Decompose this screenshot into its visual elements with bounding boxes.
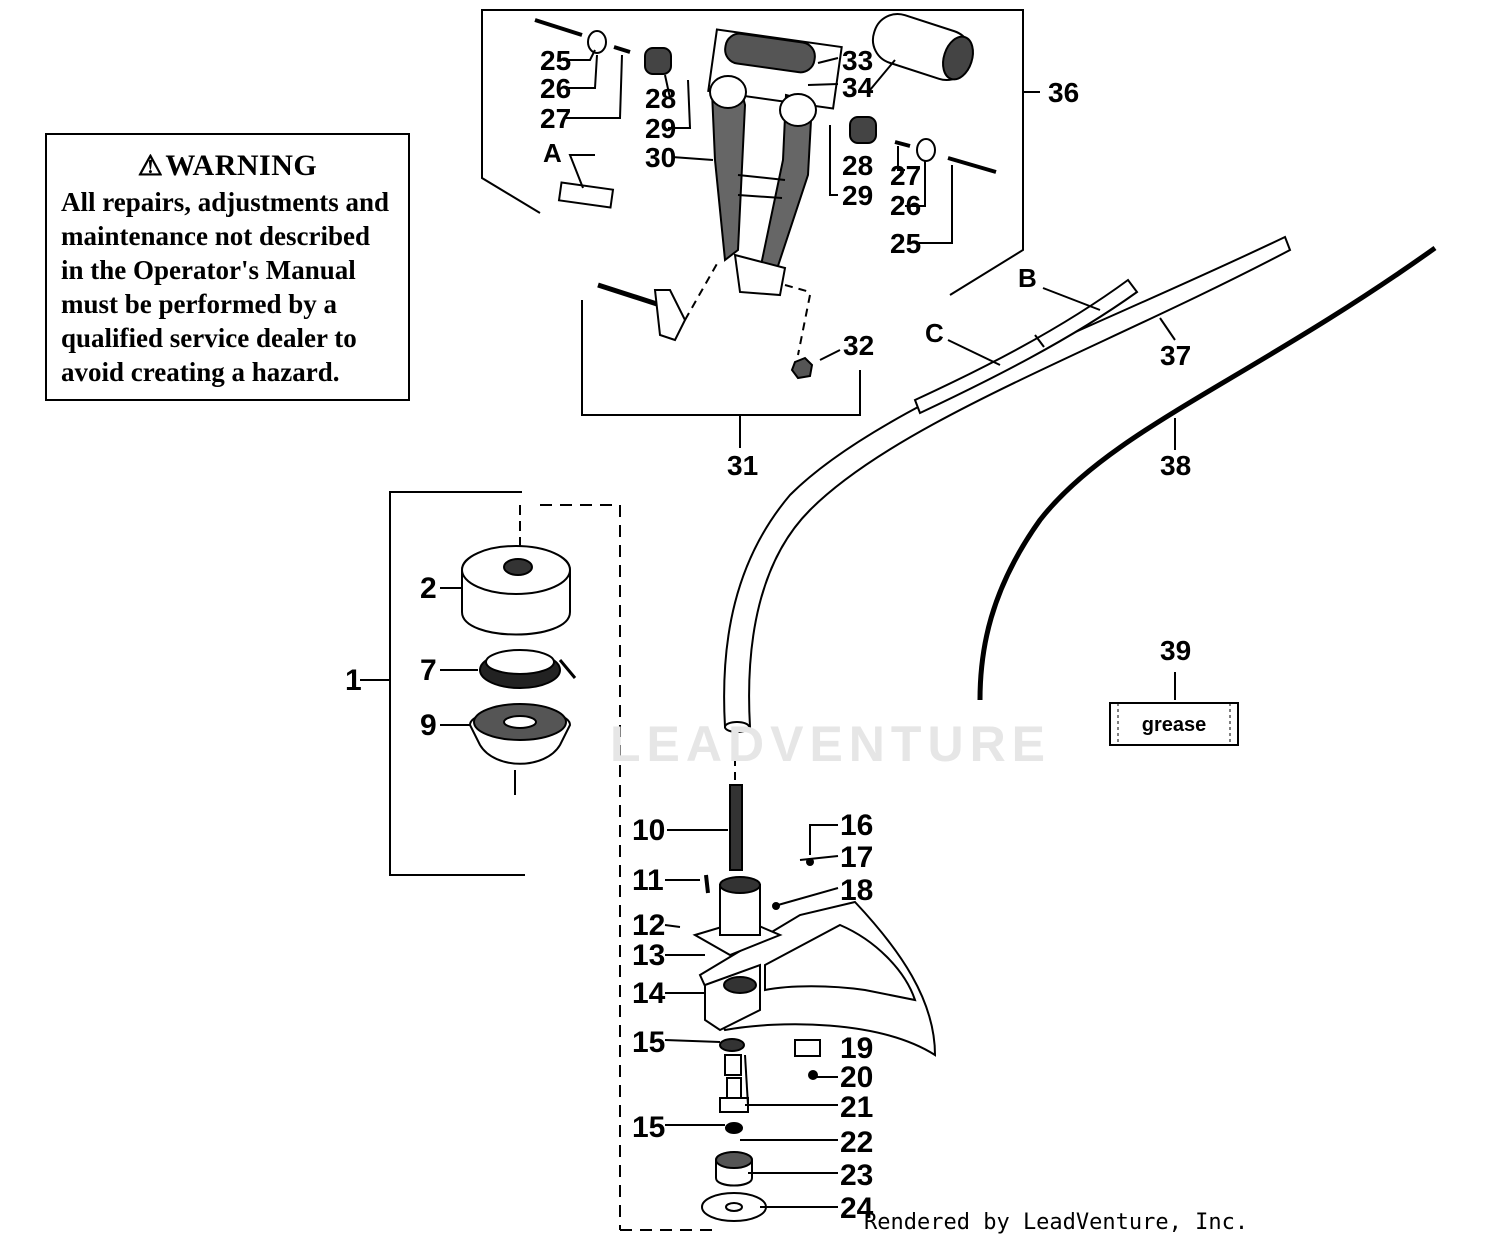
callout-7: 7 [420,654,437,687]
callout-9: 9 [420,709,437,742]
callout-29-left: 29 [645,113,676,144]
callout-24: 24 [840,1192,874,1225]
callout-17: 17 [840,841,873,874]
callout-18: 18 [840,874,873,907]
callout-10: 10 [632,814,665,847]
callout-C: C [925,318,944,348]
gear-head-parts [692,784,937,1222]
warning-triangle-icon: ⚠ [137,151,164,182]
callout-37: 37 [1160,340,1191,371]
callout-26-left: 26 [540,73,571,104]
callout-26-right: 26 [890,190,921,221]
callout-32: 32 [843,330,874,361]
callout-28-left: 28 [645,83,676,114]
warning-title: ⚠ WARNING [47,149,408,183]
callout-28-right: 28 [842,150,873,181]
callout-2: 2 [420,572,437,605]
callout-25-right: 25 [890,228,921,259]
trimmer-head-bracket [360,491,736,1231]
callout-25-left: 25 [540,45,571,76]
callout-27-left: 27 [540,103,571,134]
callout-31: 31 [727,450,758,481]
trimmer-head-parts [461,545,577,765]
flex-cable [977,245,1437,701]
callout-27-right: 27 [890,160,921,191]
warning-box: ⚠ WARNING All repairs, adjustments and m… [45,133,410,401]
callout-29-right: 29 [842,180,873,211]
grease-packet [1109,672,1239,746]
warning-heading: WARNING [165,149,318,182]
handle-assembly-bracket [481,9,1040,448]
callout-22: 22 [840,1126,873,1159]
callout-12: 12 [632,909,665,942]
callout-21: 21 [840,1091,873,1124]
callouts: 1 2 7 9 10 11 12 13 14 15 15 16 17 18 19… [345,45,1206,1225]
callout-B: B [1018,263,1037,293]
callout-34: 34 [842,72,874,103]
leader-lines [440,49,1176,1208]
callout-15-lower: 15 [632,1111,665,1144]
warning-body: All repairs, adjustments and maintenance… [61,187,390,387]
callout-36: 36 [1048,77,1079,108]
callout-39: 39 [1160,635,1191,666]
callout-1: 1 [345,664,362,697]
callout-38: 38 [1160,450,1191,481]
callout-23: 23 [840,1159,873,1192]
callout-19: 19 [840,1032,873,1065]
drive-shaft-tube [723,235,1292,733]
callout-30: 30 [645,142,676,173]
callout-14: 14 [632,977,666,1010]
credit-text: Rendered by LeadVenture, Inc. [864,1210,1249,1235]
callout-11: 11 [632,864,664,897]
callout-20: 20 [840,1061,873,1094]
handle-parts [534,13,997,380]
callout-13: 13 [632,939,665,972]
callout-16: 16 [840,809,873,842]
grease-label: grease [1142,714,1207,736]
callout-15-upper: 15 [632,1026,665,1059]
watermark: LEADVENTURE [610,716,1052,772]
callout-33: 33 [842,45,873,76]
callout-A: A [543,138,562,168]
